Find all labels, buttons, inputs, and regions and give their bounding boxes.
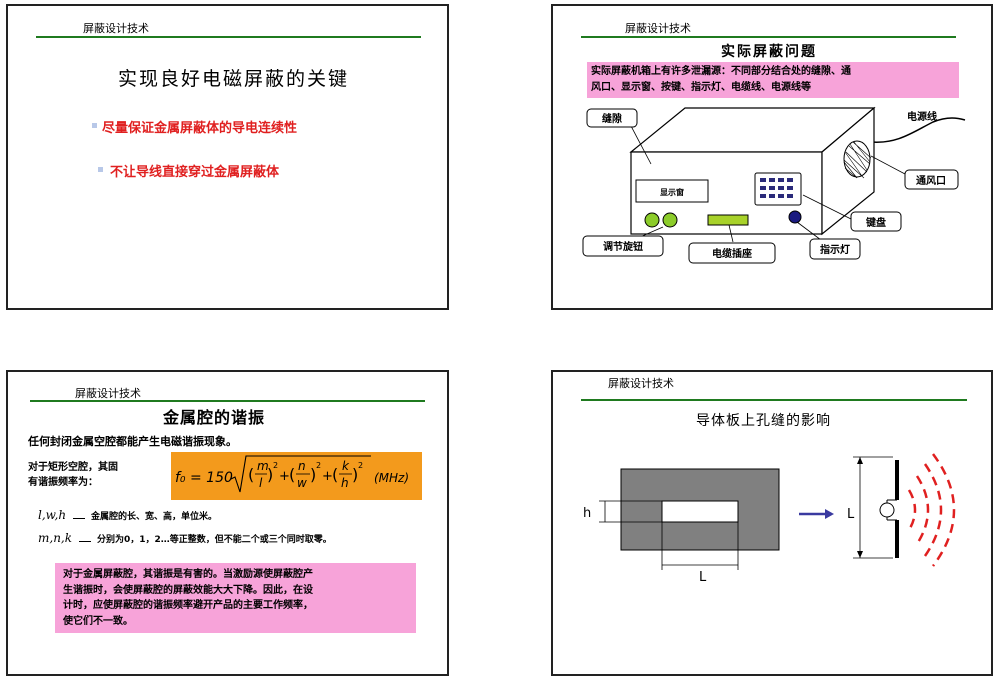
slide-header: 屏蔽设计技术	[83, 22, 149, 35]
bullet-item-2: 不让导线直接穿过金属屏蔽体	[110, 165, 280, 180]
leakage-note-line-1: 实际屏蔽机箱上有许多泄漏源：不同部分结合处的缝隙、通	[591, 66, 851, 77]
slide-header: 屏蔽设计技术	[608, 377, 674, 390]
resonance-formula: f₀ = 150 ( m l ) 2 + ( n w ) 2 + ( k h )…	[171, 452, 422, 500]
aperture-slot	[661, 500, 739, 523]
formula-unit: (MHz)	[374, 471, 409, 485]
resonance-note: 对于金属屏蔽腔，其谐振是有害的。当激励源使屏蔽腔产 生谐振时，会使屏蔽腔的屏蔽效…	[55, 563, 416, 633]
knob-icon	[644, 212, 660, 228]
slide-title: 实现良好电磁屏蔽的关键	[118, 68, 350, 90]
vent-grille	[843, 140, 872, 179]
bullet-icon	[92, 123, 97, 128]
power-cord	[870, 117, 966, 143]
slide-1: 屏蔽设计技术 实现良好电磁屏蔽的关键 尽量保证金属屏蔽体的导电连续性 不让导线直…	[6, 4, 449, 310]
paren: (	[248, 465, 254, 484]
rect-cavity-line-1: 对于矩形空腔，其固	[28, 462, 118, 473]
label-indicator: 指示灯	[820, 243, 850, 256]
formula-n: n	[298, 459, 306, 473]
paren: (	[289, 465, 295, 484]
paren: )	[310, 465, 316, 484]
knob-icon	[662, 212, 678, 228]
indicator-light	[788, 210, 802, 224]
antenna-icon	[879, 499, 897, 521]
callout-box	[850, 211, 902, 232]
def2-vars: m,n,k	[38, 531, 73, 545]
radiation-waves	[907, 453, 956, 567]
chassis-diagram: 缝隙 电源线 显示窗 通风口 键盘 调节旋钮 电缆插座 指示灯	[582, 106, 966, 264]
formula-sq: 2	[316, 461, 321, 470]
def1-text: 金属腔的长、宽、高，单位米。	[91, 512, 218, 522]
intro-text: 任何封闭金属空腔都能产生电磁谐振现象。	[28, 435, 237, 448]
L-label-bottom: L	[699, 570, 707, 585]
slide-title: 实际屏蔽问题	[721, 44, 817, 60]
paren: )	[352, 465, 358, 484]
display-window	[635, 179, 709, 203]
def2-text: 分别为0，1，2…等正整数，但不能二个或三个同时取零。	[97, 535, 332, 545]
slide-header: 屏蔽设计技术	[75, 387, 141, 400]
definition-2: m,n,k 分别为0，1，2…等正整数，但不能二个或三个同时取零。	[38, 531, 332, 545]
resonance-note-line-3: 计时，应使屏蔽腔的谐振频率避开产品的主要工作频率，	[63, 600, 313, 611]
formula-h: h	[341, 476, 349, 490]
paren: (	[332, 465, 338, 484]
formula-plus: +	[279, 469, 290, 484]
slide-title: 金属腔的谐振	[163, 408, 266, 427]
header-divider	[581, 36, 956, 38]
callout-box	[809, 238, 861, 260]
callout-box	[688, 242, 776, 264]
formula-w: w	[297, 476, 307, 490]
callout-box	[904, 169, 959, 190]
formula-plus: +	[322, 469, 333, 484]
header-divider	[36, 36, 421, 38]
callout-box	[586, 108, 638, 128]
definition-1: l,w,h 金属腔的长、宽、高，单位米。	[38, 508, 217, 522]
arrow-right-icon	[799, 509, 834, 519]
sqrt-icon	[230, 455, 371, 493]
leakage-note: 实际屏蔽机箱上有许多泄漏源：不同部分结合处的缝隙、通 风口、显示窗、按键、指示灯…	[587, 62, 959, 98]
label-knob: 调节旋钮	[603, 240, 643, 253]
label-keypad: 键盘	[865, 216, 886, 229]
slide-header: 屏蔽设计技术	[625, 22, 691, 35]
L-label-right: L	[847, 507, 855, 522]
slide-4: 屏蔽设计技术 导体板上孔缝的影响 h L L	[551, 370, 993, 676]
formula-m: m	[257, 459, 269, 473]
formula-sq: 2	[358, 461, 363, 470]
label-gap: 缝隙	[602, 112, 622, 125]
label-power-cord: 电源线	[907, 110, 937, 123]
resonance-note-line-4: 使它们不一致。	[63, 615, 133, 627]
bullet-icon	[98, 167, 103, 172]
header-divider	[581, 399, 967, 401]
formula-sq: 2	[273, 461, 278, 470]
h-label: h	[583, 506, 591, 521]
underline-mark	[72, 518, 85, 519]
def1-vars: l,w,h	[38, 508, 67, 522]
label-display: 显示窗	[660, 187, 684, 197]
rect-cavity-text: 对于矩形空腔，其固 有谐振频率为：	[28, 460, 118, 490]
rect-cavity-line-2: 有谐振频率为：	[28, 477, 98, 488]
label-cable-socket: 电缆插座	[712, 247, 752, 260]
resonance-note-line-1: 对于金属屏蔽腔，其谐振是有害的。当激励源使屏蔽腔产	[63, 569, 313, 580]
formula-k: k	[342, 459, 350, 473]
bullet-item-1: 尽量保证金属屏蔽体的导电连续性	[102, 121, 298, 136]
aperture-diagram: h L L	[583, 453, 956, 585]
formula-f0: f₀ = 150	[175, 470, 233, 486]
slide-2: 屏蔽设计技术 实际屏蔽问题 实际屏蔽机箱上有许多泄漏源：不同部分结合处的缝隙、通…	[551, 4, 993, 310]
resonance-note-line-2: 生谐振时，会使屏蔽腔的屏蔽效能大大下降。因此，在设	[63, 584, 313, 596]
slide-title: 导体板上孔缝的影响	[696, 413, 831, 429]
label-vent: 通风口	[916, 175, 946, 187]
header-divider	[30, 400, 425, 402]
formula-l: l	[259, 476, 263, 490]
underline-mark	[78, 541, 91, 542]
paren: )	[267, 465, 273, 484]
callout-box	[582, 235, 664, 257]
slide-3: 屏蔽设计技术 金属腔的谐振 任何封闭金属空腔都能产生电磁谐振现象。 对于矩形空腔…	[6, 370, 449, 676]
leakage-note-line-2: 风口、显示窗、按键、指示灯、电缆线、电源线等	[591, 82, 811, 93]
keypad-keys	[760, 178, 793, 198]
cable-socket	[707, 214, 749, 226]
